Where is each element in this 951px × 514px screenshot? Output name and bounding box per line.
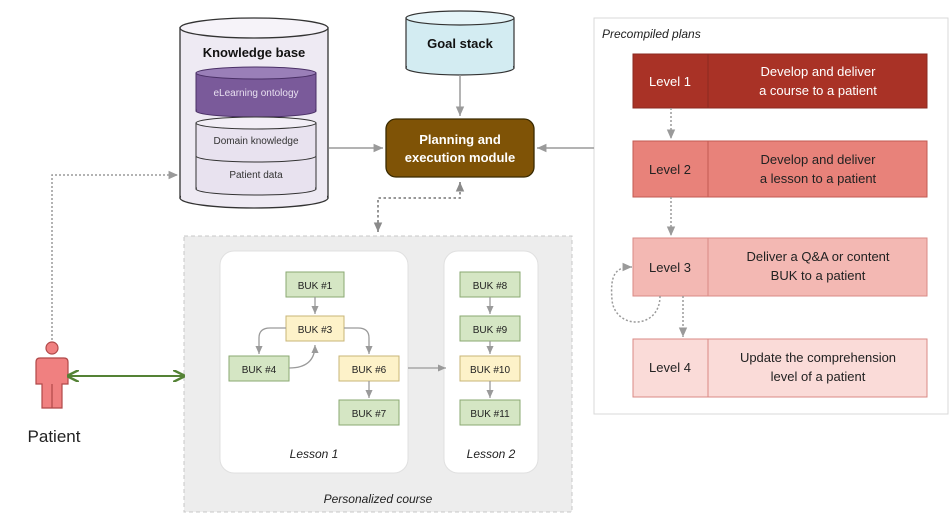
knowledge-base-title: Knowledge base (203, 45, 306, 60)
buk-9-box (459, 315, 521, 342)
domain-knowledge-label: Domain knowledge (213, 136, 298, 147)
level-2-desc-line1: Develop and deliver (761, 152, 877, 167)
patient-data-connector (51, 170, 178, 340)
patient-label: Patient (28, 427, 81, 446)
elearning-ontology-label: eLearning ontology (213, 88, 298, 99)
buk-10-box (459, 355, 521, 382)
precompiled-plans-title: Precompiled plans (602, 27, 701, 41)
level-4-label: Level 4 (649, 360, 691, 375)
domain-patient-cylinder (195, 116, 317, 196)
level-1-desc-line1: Develop and deliver (761, 64, 877, 79)
planning-line-1: Planning and (419, 132, 501, 147)
lesson-2-title: Lesson 2 (467, 447, 516, 461)
buk-8-label: BUK #8 (473, 281, 508, 292)
buk-4-label: BUK #4 (242, 365, 277, 376)
buk-10-label: BUK #10 (470, 365, 510, 376)
level-3-loop-connector (610, 262, 661, 323)
level-2-label: Level 2 (649, 162, 691, 177)
patient-data-label: Patient data (229, 170, 283, 181)
planning-line-2: execution module (405, 150, 516, 165)
level-4-desc-line1: Update the comprehension (740, 350, 896, 365)
buk-7-box (338, 399, 400, 426)
level-1-row: Level 1 Develop and deliver a course to … (632, 53, 928, 109)
goal-stack-cylinder (405, 10, 515, 76)
level-3-row: Level 3 Deliver a Q&A or content BUK to … (632, 237, 928, 297)
level-4-row: Level 4 Update the comprehension level o… (632, 338, 928, 398)
level-1-desc-line2: a course to a patient (759, 83, 877, 98)
buk-4-to-3-arrow (288, 344, 319, 369)
buk-6-label: BUK #6 (352, 365, 387, 376)
level-3-desc-line2: BUK to a patient (771, 268, 866, 283)
level-4-desc-line2: level of a patient (771, 369, 866, 384)
level-2-row: Level 2 Develop and deliver a lesson to … (632, 140, 928, 198)
level-2-desc-line2: a lesson to a patient (760, 171, 877, 186)
buk-11-label: BUK #11 (470, 409, 510, 420)
buk-8-box (459, 271, 521, 298)
level-3-label: Level 3 (649, 260, 691, 275)
buk-3-to-4-arrow (255, 327, 286, 354)
buk-3-label: BUK #3 (298, 325, 333, 336)
planning-course-connector (373, 182, 465, 232)
level-3-desc-line1: Deliver a Q&A or content (746, 249, 889, 264)
buk-1-box (285, 271, 345, 298)
planning-execution-module (385, 118, 535, 178)
elearning-ontology-cylinder (195, 66, 317, 118)
buk-4-box (228, 355, 290, 382)
level-1-label: Level 1 (649, 74, 691, 89)
buk-11-box (459, 399, 521, 426)
buk-1-label: BUK #1 (298, 281, 333, 292)
buk-9-label: BUK #9 (473, 325, 508, 336)
goal-stack-title: Goal stack (427, 36, 494, 51)
personalized-course-title: Personalized course (324, 492, 433, 506)
buk-3-to-6-arrow (344, 327, 373, 354)
buk-7-label: BUK #7 (352, 409, 387, 420)
lesson-1-title: Lesson 1 (290, 447, 339, 461)
patient-icon (35, 341, 69, 409)
